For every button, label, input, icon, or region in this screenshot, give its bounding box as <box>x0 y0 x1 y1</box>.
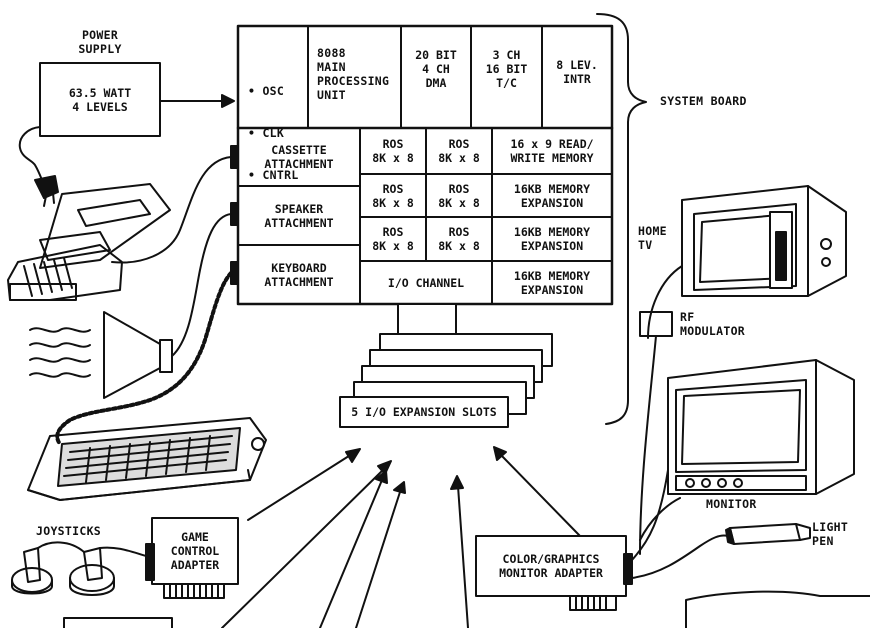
keyboard-drawing <box>27 417 267 501</box>
osc-item: • OSC <box>248 84 285 98</box>
power-supply-heading: POWER SUPPLY <box>78 28 122 56</box>
home-tv-drawing <box>681 185 847 297</box>
ros-block: ROS 8K x 8 <box>438 225 480 253</box>
rf-modulator-label: RF MODULATOR <box>680 310 746 338</box>
power-supply-spec: 63.5 WATT 4 LEVELS <box>68 85 132 114</box>
interrupt-label: 8 LEV. INTR <box>556 58 598 86</box>
io-channel-label: I/O CHANNEL <box>387 275 465 290</box>
clk-item: • CLK <box>248 126 285 140</box>
keyboard-attachment: KEYBOARD ATTACHMENT <box>264 260 334 289</box>
dma-label: 20 BIT 4 CH DMA <box>415 48 457 90</box>
read-write-memory: 16 x 9 READ/ WRITE MEMORY <box>510 137 594 165</box>
power-cord <box>18 126 43 181</box>
expansion-slots-box <box>339 396 509 428</box>
processor-label: 8088 MAIN PROCESSING UNIT <box>317 46 390 102</box>
monitor-label: MONITOR <box>706 497 757 511</box>
ros-block: ROS 8K x 8 <box>438 137 480 165</box>
timer-label: 3 CH 16 BIT T/C <box>485 48 528 90</box>
home-tv-label: HOME TV <box>638 224 667 252</box>
cassette-cable <box>111 156 232 264</box>
memory-expansion: 16KB MEMORY EXPANSION <box>513 268 591 297</box>
system-board-brace <box>596 13 647 425</box>
system-board-label: SYSTEM BOARD <box>660 94 747 108</box>
cassette-recorder-drawing <box>7 183 171 301</box>
color-graphics-adapter-label: COLOR/GRAPHICS MONITOR ADAPTER <box>499 552 603 580</box>
memory-expansion: 16KB MEMORY EXPANSION <box>513 181 591 210</box>
light-pen-drawing <box>725 523 811 545</box>
joysticks-label: JOYSTICKS <box>36 524 102 538</box>
speaker-cable <box>171 213 232 357</box>
ros-block: ROS 8K x 8 <box>372 137 414 165</box>
monitor-drawing <box>667 359 855 495</box>
keyboard-cable <box>55 271 233 446</box>
speaker-attachment: SPEAKER ATTACHMENT <box>264 201 334 230</box>
cntrl-item: • CNTRL <box>248 168 299 182</box>
game-control-adapter-label: GAME CONTROL ADAPTER <box>170 530 220 572</box>
power-supply-box <box>39 62 161 137</box>
speaker-drawing <box>29 311 173 399</box>
tv-cable <box>647 265 683 339</box>
light-pen-label: LIGHT PEN <box>812 520 849 548</box>
power-arrowhead <box>221 94 235 108</box>
ros-block: ROS 8K x 8 <box>438 181 480 210</box>
memory-expansion: 16KB MEMORY EXPANSION <box>513 225 591 253</box>
osc-list: • OSC • CLK • CNTRL <box>248 56 299 210</box>
joysticks-drawing <box>11 541 147 596</box>
cassette-attachment: CASSETTE ATTACHMENT <box>264 143 334 171</box>
ros-block: ROS 8K x 8 <box>372 181 414 210</box>
monitor-cable <box>631 469 669 561</box>
power-plug <box>34 175 59 199</box>
expansion-slots-label: 5 I/O EXPANSION SLOTS <box>351 405 497 419</box>
rf-modulator-box <box>639 311 673 337</box>
light-pen-cable <box>631 534 729 579</box>
ros-block: ROS 8K x 8 <box>372 225 414 253</box>
